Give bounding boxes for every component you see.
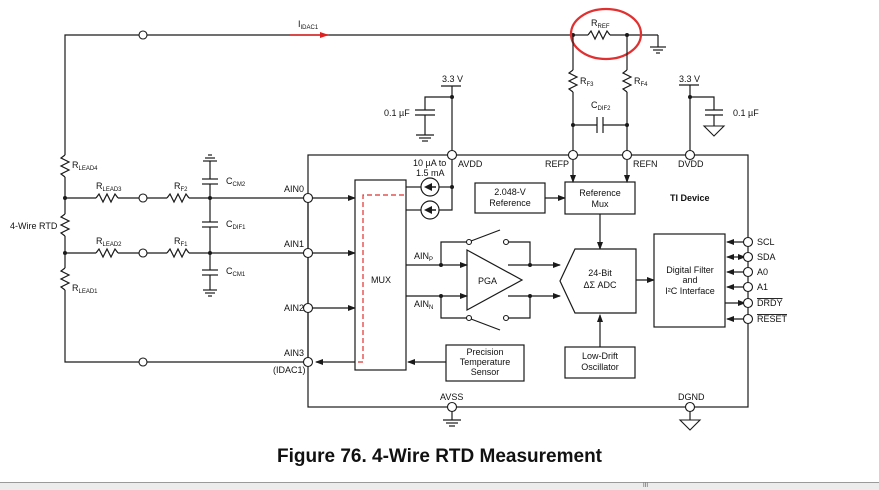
- idac-mux-path: [355, 194, 404, 363]
- rtd-sensor-network: RLEAD4 4-Wire RTD RLEAD1 RLEAD3 RF2 RLEA…: [10, 150, 308, 367]
- rref-resistor: RREF: [569, 7, 666, 61]
- pin-a0: [742, 266, 754, 278]
- top-current-loop: IIDAC1: [64, 19, 573, 150]
- avdd-cap-label: 0.1 µF: [384, 108, 410, 118]
- ainp-label: AINP: [414, 251, 433, 263]
- rref-label: RREF: [591, 18, 610, 30]
- digital-filter-line3: I²C Interface: [665, 286, 715, 296]
- idac-sources: 10 µA to 1.5 mA: [406, 158, 454, 220]
- cdif1-label: CDIF1: [226, 219, 246, 231]
- digital-filter-block: [653, 233, 726, 328]
- pin-refp: [567, 149, 579, 161]
- oscillator-line1: Low-Drift: [582, 351, 619, 361]
- pin-ain0-label: AIN0: [284, 184, 304, 194]
- ainn-label: AINN: [414, 299, 433, 311]
- rf1-label: RF1: [174, 236, 188, 248]
- pin-avdd: [446, 149, 458, 161]
- temperature-sensor-block: [445, 344, 525, 382]
- pin-avss-label: AVSS: [440, 392, 463, 402]
- pin-refn: [621, 149, 633, 161]
- idac-range-line1: 10 µA to: [413, 158, 446, 168]
- rf3-label: RF3: [580, 76, 594, 88]
- adc-block: [559, 248, 637, 314]
- pin-reset-label: RESET: [757, 314, 788, 324]
- reference-mux-line1: Reference: [579, 188, 621, 198]
- idac1-label: IIDAC1: [298, 19, 319, 31]
- voltage-reference-line2: Reference: [489, 198, 531, 208]
- digital-pins: SCL SDA A0 A1 DRDY RESET: [725, 236, 788, 325]
- pin-refp-label: REFP: [545, 159, 569, 169]
- rf4-label: RF4: [634, 76, 648, 88]
- pin-ain1-label: AIN1: [284, 239, 304, 249]
- ccm2-label: CCM2: [226, 176, 246, 188]
- rlead3-label: RLEAD3: [96, 181, 122, 193]
- rlead2-label: RLEAD2: [96, 236, 122, 248]
- reference-mux-line2: Mux: [591, 199, 609, 209]
- adc-line2: ΔΣ ADC: [583, 280, 617, 290]
- rref-highlight-circle: [569, 7, 643, 61]
- scrollbar-grip-icon[interactable]: III: [643, 483, 649, 489]
- pin-ain2: [302, 302, 314, 314]
- temp-sensor-line2: Temperature: [460, 357, 511, 367]
- pin-dgnd-label: DGND: [678, 392, 705, 402]
- pga-label: PGA: [478, 276, 497, 286]
- pin-avdd-label: AVDD: [458, 159, 483, 169]
- pin-dvdd-label: DVDD: [678, 159, 704, 169]
- cdif2-label: CDIF2: [591, 100, 611, 112]
- pin-ain1: [302, 247, 314, 259]
- pin-scl: [742, 236, 754, 248]
- voltage-reference-block: [474, 182, 546, 214]
- analog-inputs: AIN0 AIN1 AIN2 AIN3 (IDAC1): [273, 184, 356, 375]
- device-label: TI Device: [670, 193, 710, 203]
- rtd-label: 4-Wire RTD: [10, 221, 58, 231]
- dvdd-supply: 3.3 V 0.1 µF: [679, 74, 759, 155]
- oscillator-line2: Oscillator: [581, 362, 619, 372]
- rf2-label: RF2: [174, 181, 188, 193]
- pin-avss: [446, 401, 458, 413]
- pin-a0-label: A0: [757, 267, 768, 277]
- reference-filter: RF3 RF4 CDIF2: [567, 35, 648, 155]
- digital-ground-icon: [678, 419, 702, 431]
- pin-drdy: [742, 297, 754, 309]
- pin-sda: [742, 251, 754, 263]
- figure-caption: Figure 76. 4-Wire RTD Measurement: [276, 446, 603, 467]
- rlead1-label: RLEAD1: [72, 283, 98, 295]
- pin-sda-label: SDA: [757, 252, 776, 262]
- pin-ain0: [302, 192, 314, 204]
- pin-ain3-label: AIN3: [284, 348, 304, 358]
- pin-refn-label: REFN: [633, 159, 658, 169]
- digital-filter-line2: and: [682, 275, 697, 285]
- rlead4-label: RLEAD4: [72, 160, 98, 172]
- pin-drdy-label: DRDY: [757, 298, 783, 308]
- mux-label: MUX: [371, 275, 391, 285]
- horizontal-scrollbar[interactable]: [0, 482, 879, 490]
- pin-dvdd: [684, 149, 696, 161]
- ccm1-label: CCM1: [226, 266, 246, 278]
- reference-mux-block: [564, 181, 636, 215]
- digital-filter-line1: Digital Filter: [666, 265, 714, 275]
- terminal-bottom: [138, 357, 148, 367]
- adc-line1: 24-Bit: [588, 268, 612, 278]
- pin-a1-label: A1: [757, 282, 768, 292]
- dvdd-cap-label: 0.1 µF: [733, 108, 759, 118]
- pin-dgnd: [684, 401, 696, 413]
- pin-ain2-label: AIN2: [284, 303, 304, 313]
- pin-scl-label: SCL: [757, 237, 775, 247]
- voltage-reference-line1: 2.048-V: [494, 187, 526, 197]
- pin-reset: [742, 313, 754, 325]
- dvdd-voltage-label: 3.3 V: [679, 74, 700, 84]
- temp-sensor-line1: Precision: [466, 347, 503, 357]
- temp-sensor-line3: Sensor: [471, 367, 500, 377]
- terminal-top: [138, 30, 148, 40]
- pga-block: PGA AINP AINN: [406, 229, 561, 331]
- idac-range-line2: 1.5 mA: [416, 168, 445, 178]
- pin-ain3-note: (IDAC1): [273, 365, 306, 375]
- pin-a1: [742, 281, 754, 293]
- avdd-voltage-label: 3.3 V: [442, 74, 463, 84]
- oscillator-block: [564, 346, 636, 379]
- pin-ain3: [302, 356, 314, 368]
- avdd-supply: 3.3 V 0.1 µF: [384, 74, 463, 155]
